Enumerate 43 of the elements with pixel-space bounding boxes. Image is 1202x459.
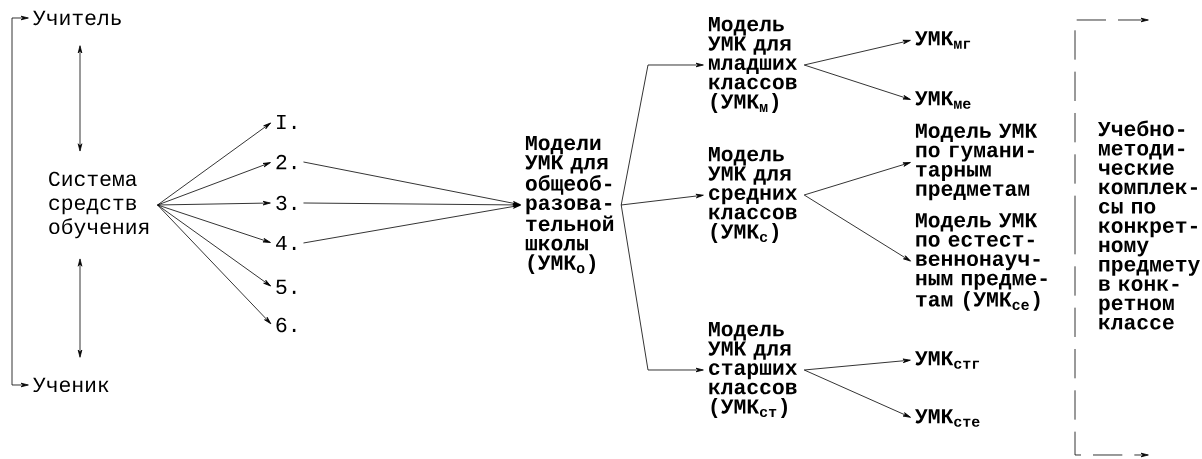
arrow bbox=[157, 200, 271, 206]
arrow bbox=[77, 258, 83, 358]
node-label: УМК$_{сте}$ bbox=[915, 409, 980, 427]
arrow bbox=[157, 122, 272, 206]
arrow bbox=[620, 204, 704, 373]
arrow bbox=[803, 64, 911, 100]
node-label: 2. bbox=[276, 154, 296, 170]
node-label: УМК$_{мг}$ bbox=[915, 31, 971, 49]
node-label: Модель УМК для средних классов (УМК$_{с}$) bbox=[708, 147, 797, 243]
node-label: УМК$_{стг}$ bbox=[915, 351, 980, 369]
arrow bbox=[11, 15, 29, 388]
node-label: УМК$_{ме}$ bbox=[915, 91, 971, 109]
arrow bbox=[303, 204, 521, 244]
node-label: Система средств обучения bbox=[49, 171, 149, 239]
node-label: Модель УМК для старших классов (УМК$_{ст}$) bbox=[708, 322, 797, 418]
arrow bbox=[1074, 17, 1149, 226]
arrow bbox=[803, 358, 911, 371]
node-label: Учитель bbox=[33, 10, 121, 26]
arrow bbox=[157, 204, 272, 287]
arrow bbox=[157, 204, 271, 243]
node-label: Ученик bbox=[33, 377, 109, 393]
arrow bbox=[803, 162, 911, 196]
arrow bbox=[620, 193, 704, 206]
arrow bbox=[620, 62, 704, 206]
node-label: Модель УМК по естест- веннонауч- ным предме- там (УМК$_{се}$) bbox=[915, 213, 1047, 311]
arrow bbox=[157, 204, 272, 325]
arrow bbox=[1074, 224, 1149, 458]
node-label: 6. bbox=[276, 317, 296, 333]
arrow bbox=[157, 162, 271, 206]
node-label: I. bbox=[277, 114, 296, 129]
node-label: 3. bbox=[276, 195, 296, 211]
node-label: Модель УМК для младших классов (УМК$_{м}$) bbox=[708, 17, 797, 113]
arrow bbox=[303, 161, 521, 206]
arrow bbox=[303, 202, 521, 208]
node-label: Модели УМК для общеоб- разова- тельной школы (УМК$_{о}$) bbox=[525, 135, 614, 275]
node-label: 5. bbox=[276, 279, 296, 295]
arrow bbox=[803, 369, 911, 418]
node-label: Учебно- методи- ческие комплек- сы по конкрет- ному предмету в конк- ретном классе bbox=[1098, 120, 1200, 330]
arrow bbox=[803, 39, 911, 66]
node-label: Модель УМК по гумани- тарным предметам bbox=[915, 123, 1038, 201]
node-label: 4. bbox=[276, 235, 296, 250]
arrow bbox=[803, 194, 911, 262]
arrow bbox=[77, 45, 83, 152]
